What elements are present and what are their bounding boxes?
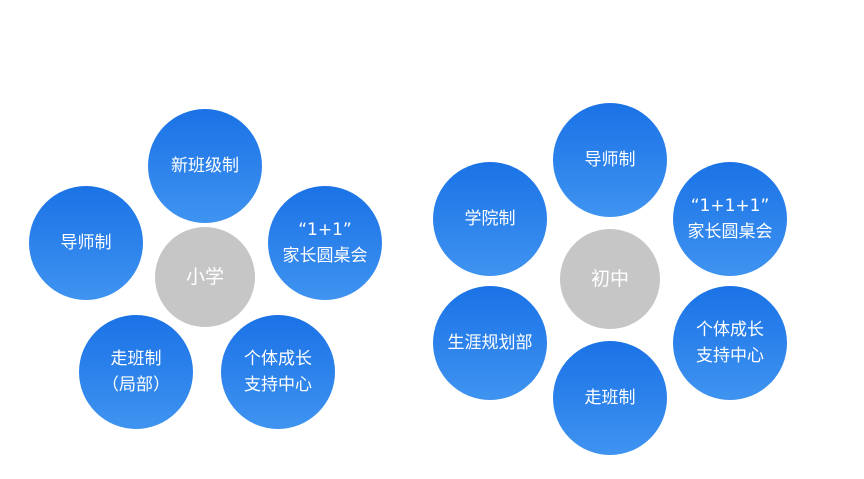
node-growth-center: 个体成长支持中心 [673, 286, 787, 400]
node-label: 导师制 [60, 233, 112, 253]
node-label: 家长圆桌会 [687, 222, 773, 242]
node-parent-roundtable: “1+1” 家长圆桌会 [268, 186, 382, 300]
node-tutor-system: 导师制 [29, 186, 143, 300]
node-label: 支持中心 [244, 375, 312, 395]
node-label: “1+1” [298, 220, 352, 240]
node-label: 支持中心 [696, 346, 764, 366]
node-class-rotation: 走班制 （局部） [79, 315, 193, 429]
center-node-primary: 小学 [155, 227, 255, 327]
node-label: 生涯规划部 [447, 333, 533, 353]
node-label: 小学 [185, 266, 224, 288]
node-growth-center: 个体成长支持中心 [221, 315, 335, 429]
node-label: 新班级制 [171, 156, 239, 176]
node-label: “1+1+1” [690, 196, 770, 216]
node-label: 走班制 [584, 388, 636, 408]
center-node-middle: 初中 [560, 229, 660, 329]
node-college-system: 学院制 [433, 162, 547, 276]
node-label: 家长圆桌会 [282, 246, 368, 266]
node-tutor-system: 导师制 [553, 103, 667, 217]
node-label: 个体成长 [696, 320, 764, 340]
node-label: 导师制 [584, 150, 636, 170]
node-label: 个体成长 [244, 349, 312, 369]
node-class-rotation: 走班制 [553, 341, 667, 455]
node-label: 学院制 [464, 209, 516, 229]
node-parent-roundtable: “1+1+1” 家长圆桌会 [673, 162, 787, 276]
node-label: 初中 [590, 268, 629, 290]
node-new-class-system: 新班级制 [148, 109, 262, 223]
node-label: （局部） [102, 375, 170, 395]
node-label: 走班制 [110, 349, 162, 369]
node-career-planning: 生涯规划部 [433, 286, 547, 400]
